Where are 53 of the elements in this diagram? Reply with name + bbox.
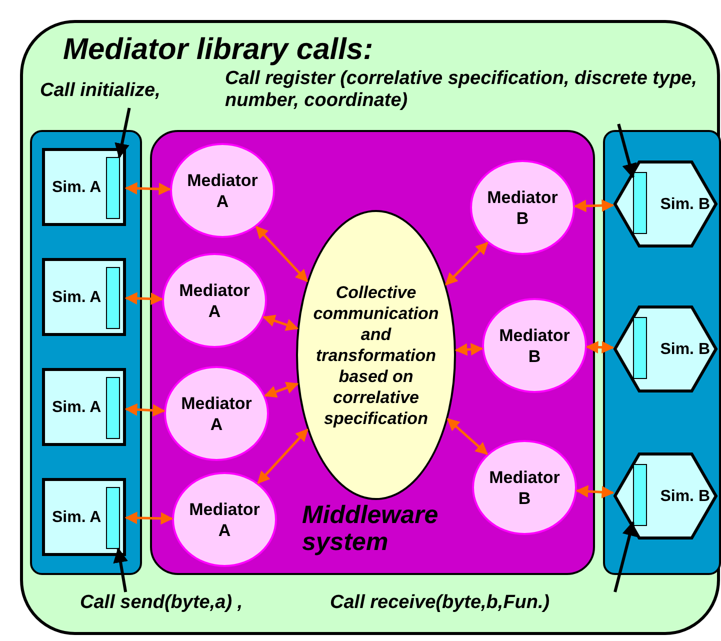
node-label: Sim. A bbox=[52, 398, 102, 418]
arrow bbox=[124, 512, 174, 525]
interface-bar bbox=[633, 464, 647, 526]
interface-bar bbox=[106, 267, 120, 329]
arrow bbox=[262, 314, 299, 331]
interface-bar bbox=[633, 172, 647, 234]
simulator-panel bbox=[603, 130, 721, 575]
arrow bbox=[124, 403, 166, 417]
panel-title: Mediator library calls: bbox=[63, 33, 374, 67]
simulator-box bbox=[42, 368, 126, 446]
call-annotation: Call receive(byte,b,Fun.) bbox=[330, 592, 630, 620]
node-label: Mediator A bbox=[178, 280, 251, 322]
node-label: Mediator A bbox=[186, 170, 259, 212]
interface-bar bbox=[106, 157, 120, 219]
library-panel bbox=[20, 20, 720, 635]
node-label: Sim. A bbox=[52, 288, 102, 308]
leader-line bbox=[114, 108, 131, 158]
arrow bbox=[574, 199, 614, 212]
arrow bbox=[454, 343, 484, 356]
interface-bar bbox=[106, 377, 120, 439]
simulator-hexagon bbox=[613, 452, 718, 540]
arrow bbox=[257, 428, 308, 484]
simulator-box bbox=[42, 148, 126, 226]
node-label: Sim. B bbox=[660, 340, 710, 360]
call-annotation: Call send(byte,a) , bbox=[80, 592, 320, 620]
arrow bbox=[445, 242, 488, 286]
node-label: Mediator A bbox=[188, 498, 261, 540]
node-label: Sim. B bbox=[660, 486, 710, 506]
node-label: Mediator A bbox=[180, 392, 253, 434]
interface-bar bbox=[106, 487, 120, 549]
simulator-box bbox=[42, 478, 126, 556]
node-label: Mediator B bbox=[498, 324, 571, 366]
arrow bbox=[586, 340, 614, 354]
panel-title: Middleware system bbox=[302, 502, 440, 556]
middleware-panel bbox=[150, 130, 595, 575]
simulator-hexagon bbox=[613, 305, 718, 393]
arrow bbox=[446, 418, 488, 456]
arrow bbox=[124, 292, 164, 306]
node-label: Sim. A bbox=[52, 178, 102, 198]
node-label: Mediator B bbox=[486, 186, 559, 228]
arrow bbox=[255, 226, 308, 282]
simulator-hexagon bbox=[613, 160, 718, 248]
interface-bar bbox=[633, 317, 647, 379]
arrow bbox=[264, 382, 299, 398]
node-label: Sim. A bbox=[52, 508, 102, 528]
simulator-panel bbox=[30, 130, 142, 575]
node-label: Collective communication and transformation based on correlative specification bbox=[312, 282, 440, 428]
arrow bbox=[124, 182, 172, 196]
node-label: Sim. B bbox=[660, 194, 710, 214]
simulator-box bbox=[42, 258, 126, 336]
arrow bbox=[576, 485, 614, 498]
node-label: Mediator B bbox=[488, 466, 561, 508]
call-annotation: Call register (correlative specification, discrete type, number, coordinate) bbox=[225, 68, 705, 124]
